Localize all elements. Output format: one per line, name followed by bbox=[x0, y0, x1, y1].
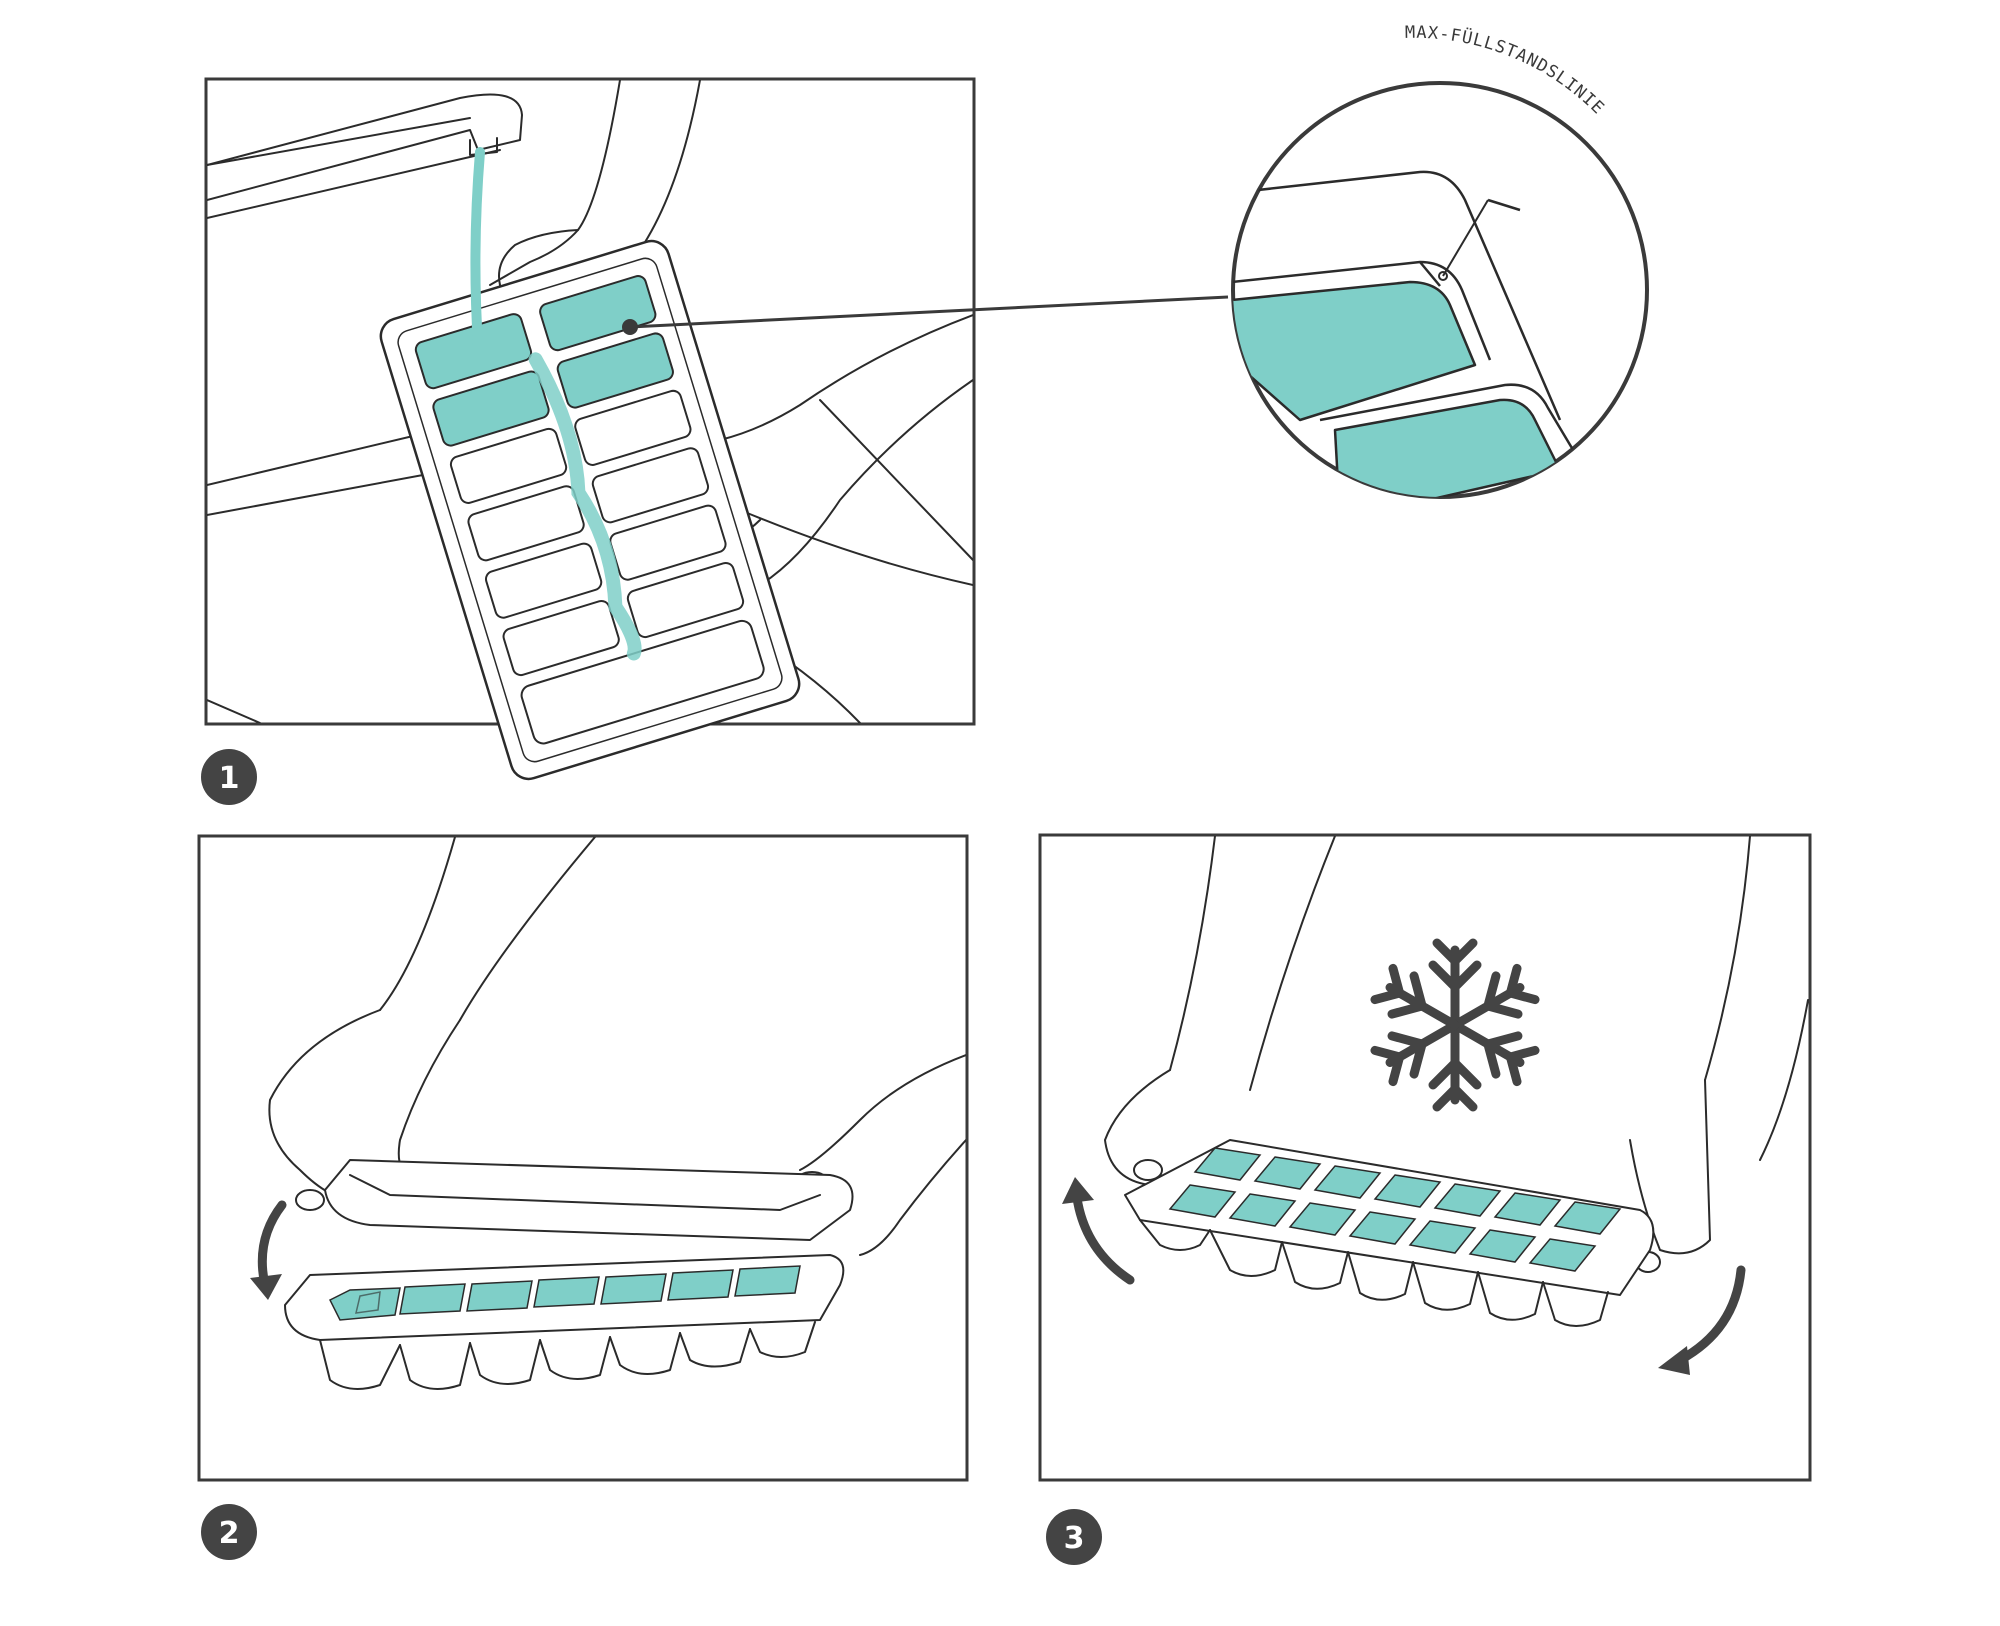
tray-bottom bbox=[749, 1321, 816, 1358]
lower-arm bbox=[759, 379, 973, 586]
sink-edge bbox=[207, 149, 501, 219]
faucet bbox=[207, 93, 523, 201]
tray-wall bbox=[1239, 170, 1562, 421]
step-badge-3: 3 bbox=[1046, 1509, 1102, 1565]
sink-edge bbox=[207, 117, 471, 166]
panel-2-frame bbox=[197, 834, 969, 1482]
finger-nail bbox=[295, 1189, 325, 1211]
curved-arrow-down-icon bbox=[1658, 1265, 1746, 1375]
water-stream bbox=[470, 147, 485, 350]
max-fill-line-callout: MAX-FÜLLSTANDSLINIE bbox=[1231, 23, 1649, 499]
step-number-1: 1 bbox=[219, 761, 240, 796]
basin-edge bbox=[207, 699, 261, 723]
left-arm bbox=[1249, 836, 1336, 1091]
panel-3-frame bbox=[1038, 833, 1812, 1482]
max-line-marker bbox=[1438, 271, 1448, 281]
tray-bottom bbox=[1347, 1251, 1414, 1301]
step-number-2: 2 bbox=[219, 1516, 240, 1551]
curved-arrow-down-left-icon bbox=[250, 1200, 287, 1300]
basin-edge bbox=[739, 509, 973, 586]
snowflake-icon bbox=[1373, 938, 1537, 1107]
basin-edge bbox=[819, 399, 973, 561]
tray-wall bbox=[1319, 383, 1602, 496]
counter-edge bbox=[207, 469, 451, 516]
callout-anchor-dot bbox=[622, 319, 638, 335]
tray-wall bbox=[1487, 198, 1521, 212]
lid-rim bbox=[349, 1174, 821, 1211]
ice-tray-tilted bbox=[379, 239, 801, 781]
left-hand bbox=[1104, 1069, 1181, 1186]
water-in-cell bbox=[1333, 398, 1562, 497]
panel-step-2: 2 bbox=[197, 834, 969, 1560]
tray-bottom bbox=[1139, 1219, 1211, 1251]
thumb-nail bbox=[1133, 1159, 1163, 1181]
lower-arm bbox=[719, 314, 973, 441]
upper-arm bbox=[489, 80, 621, 286]
tray-bottom bbox=[1477, 1271, 1544, 1321]
fill-edge bbox=[1419, 261, 1441, 287]
step-badge-1: 1 bbox=[201, 749, 257, 805]
right-hand bbox=[1629, 1079, 1711, 1255]
filled-cells bbox=[328, 1265, 801, 1321]
upper-hand bbox=[498, 229, 579, 286]
left-arm bbox=[379, 837, 456, 1011]
tray-bottom bbox=[679, 1328, 751, 1368]
step-number-3: 3 bbox=[1064, 1521, 1085, 1556]
tray-bottom bbox=[399, 1342, 471, 1390]
right-arm bbox=[1759, 999, 1809, 1161]
tray-bottom bbox=[1412, 1261, 1479, 1311]
panel-step-3: 3 bbox=[1038, 833, 1812, 1565]
curved-arrow-up-icon bbox=[1062, 1177, 1135, 1285]
max-line-pointer bbox=[1442, 199, 1489, 277]
tray-bottom bbox=[609, 1332, 681, 1375]
water-in-cell bbox=[1233, 280, 1477, 422]
step-badge-2: 2 bbox=[201, 1504, 257, 1560]
tray-bottom bbox=[1281, 1241, 1349, 1290]
left-hand bbox=[268, 1009, 381, 1201]
tray-bottom bbox=[469, 1339, 541, 1385]
right-arm bbox=[1704, 836, 1751, 1081]
tray-bottom bbox=[319, 1339, 401, 1390]
panel-step-1: 1 bbox=[201, 77, 1229, 805]
tray-bottom bbox=[1209, 1229, 1283, 1277]
callout-leader-line bbox=[629, 295, 1229, 329]
tray-bottom bbox=[1542, 1281, 1609, 1327]
right-arm bbox=[859, 1139, 966, 1256]
left-arm bbox=[1169, 836, 1216, 1071]
tray-bottom bbox=[539, 1336, 611, 1380]
frozen-cells bbox=[1168, 1147, 1622, 1272]
left-arm bbox=[459, 837, 596, 1021]
tray-lid bbox=[324, 1159, 854, 1241]
right-arm bbox=[799, 1054, 966, 1171]
